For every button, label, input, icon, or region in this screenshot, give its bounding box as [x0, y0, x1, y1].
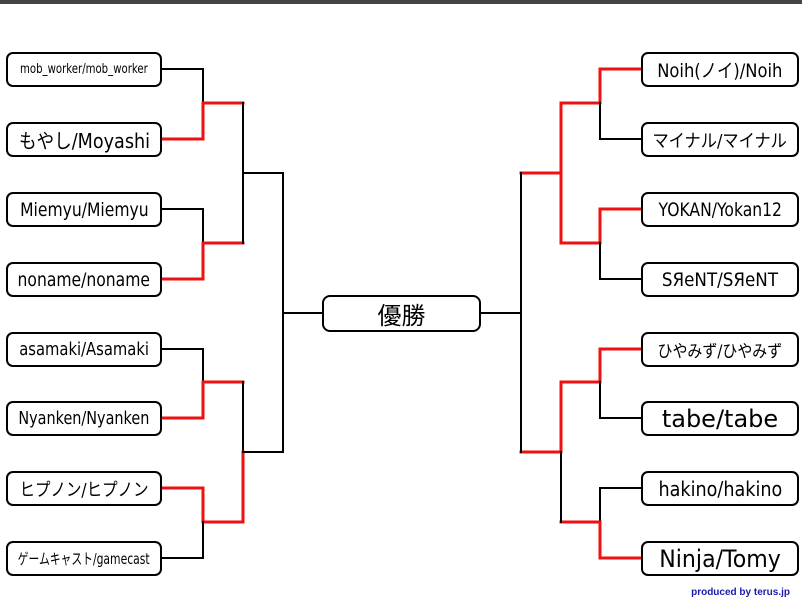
left-player-1: mob_worker/mob_worker	[6, 52, 162, 87]
right-r1-line-p8	[559, 520, 643, 560]
right-player-1: Noih(ノイ)/Noih	[641, 52, 799, 87]
right-r1-line-p1	[559, 67, 643, 105]
right-r1-line-p4	[599, 242, 642, 280]
right-r2-line-c	[519, 380, 563, 454]
right-player-7: hakino/hakino	[641, 471, 799, 506]
right-player-6-name: tabe/tabe	[661, 404, 779, 433]
left-r1-line-p5	[161, 348, 204, 383]
credit-text[interactable]: produced by terus.jp	[691, 587, 790, 598]
left-player-4-name: noname/noname	[17, 268, 151, 291]
left-player-5: asamaki/Asamaki	[6, 332, 162, 367]
left-player-2-name: もやし/Moyashi	[18, 129, 150, 153]
left-r1-line-p6	[160, 380, 245, 420]
left-player-3-name: Miemyu/Miemyu	[19, 198, 149, 221]
left-player-5-name: asamaki/Asamaki	[19, 339, 149, 360]
right-r1-line-p2	[599, 102, 642, 140]
left-player-7: ヒプノン/ヒプノン	[6, 471, 162, 506]
left-player-8-name: ゲームキャスト/gamecast	[18, 550, 150, 568]
right-player-8: Ninja/Tomy	[641, 541, 799, 576]
right-player-2: マイナル/マイナル	[641, 122, 799, 157]
left-player-6-name: Nyanken/Nyanken	[18, 408, 150, 429]
right-player-7-name: hakino/hakino	[658, 476, 782, 501]
left-r1-line-p1	[161, 68, 204, 104]
champion-box: 優勝	[322, 295, 481, 332]
left-player-8: ゲームキャスト/gamecast	[6, 541, 162, 576]
right-player-6: tabe/tabe	[641, 401, 799, 436]
right-r2-line-a	[519, 101, 563, 175]
right-player-4-name: SЯeNT/SЯeNT	[661, 268, 779, 291]
right-player-5: ひやみず/ひやみず	[641, 332, 799, 367]
right-player-4: SЯeNT/SЯeNT	[641, 262, 799, 297]
right-player-5-name: ひやみず/ひやみず	[657, 342, 783, 362]
left-player-1-name: mob_worker/mob_worker	[20, 62, 148, 77]
left-player-7-name: ヒプノン/ヒプノン	[19, 479, 149, 501]
left-r1-line-p7	[160, 486, 245, 524]
left-r1-line-p4	[160, 241, 245, 281]
left-player-2: もやし/Moyashi	[6, 122, 162, 157]
champion-label: 優勝	[377, 302, 426, 330]
right-r1-line-p5	[559, 347, 643, 384]
right-player-3-name: YOKAN/Yokan12	[658, 198, 782, 221]
left-r1-line-p3	[161, 208, 204, 244]
left-player-4: noname/noname	[6, 262, 162, 297]
left-player-6: Nyanken/Nyanken	[6, 401, 162, 436]
right-player-2-name: マイナル/マイナル	[652, 130, 788, 152]
right-player-8-name: Ninja/Tomy	[659, 544, 781, 573]
left-r2-line-a	[242, 102, 284, 174]
left-r1-line-p2	[160, 101, 245, 141]
left-r1-line-p8	[161, 521, 204, 559]
right-r1-line-p6	[599, 381, 642, 419]
right-r1-line-p3	[559, 207, 643, 245]
right-r1-line-p7	[599, 487, 642, 523]
right-player-1-name: Noih(ノイ)/Noih	[657, 60, 783, 82]
left-player-3: Miemyu/Miemyu	[6, 192, 162, 227]
right-player-3: YOKAN/Yokan12	[641, 192, 799, 227]
top-border	[0, 0, 802, 4]
